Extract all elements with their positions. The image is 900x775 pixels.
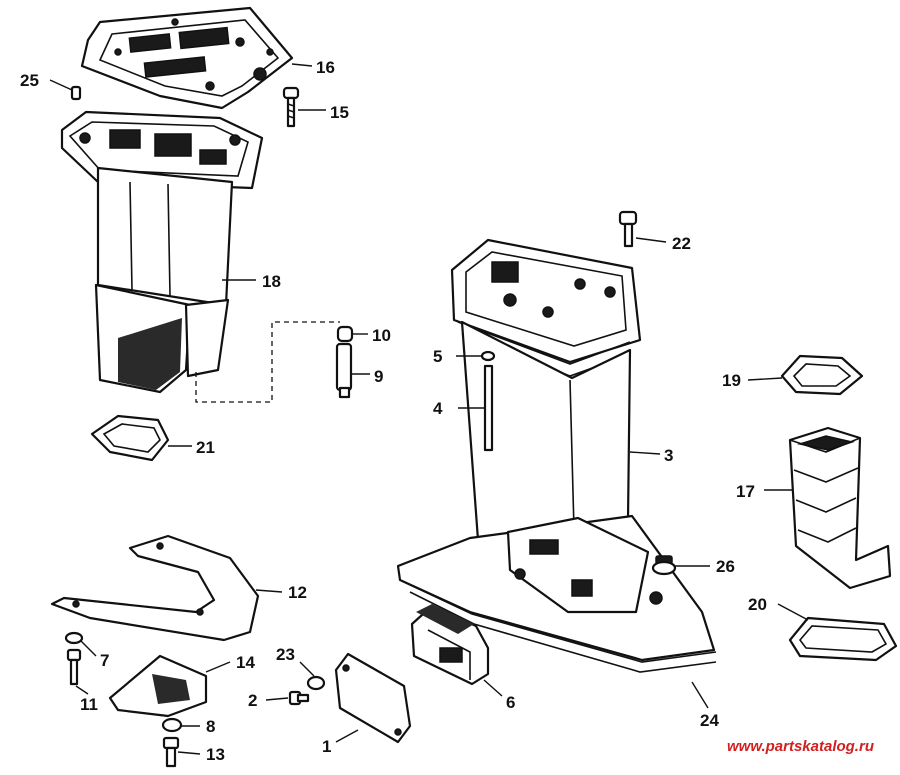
callout-23: 23	[276, 645, 295, 664]
callout-4: 4	[433, 399, 443, 418]
callout-20: 20	[748, 595, 767, 614]
part-19-grommet	[780, 354, 864, 396]
hidden-line	[195, 321, 340, 403]
part-10-bushing	[336, 325, 354, 343]
callout-22: 22	[672, 234, 691, 253]
callout-8: 8	[206, 717, 215, 736]
callout-26: 26	[716, 557, 735, 576]
part-21-grommet	[90, 414, 170, 462]
part-4-stud	[483, 364, 494, 452]
part-23-washer	[306, 675, 326, 691]
callout-1: 1	[322, 737, 331, 756]
leader-lines	[49, 63, 809, 755]
part-20-grommet	[788, 616, 898, 662]
watermark-link[interactable]: www.partskatalog.ru	[727, 738, 874, 755]
callout-17: 17	[736, 482, 755, 501]
callout-5: 5	[433, 347, 442, 366]
callout-6: 6	[506, 693, 515, 712]
callout-11: 11	[80, 695, 98, 714]
callout-9: 9	[374, 367, 383, 386]
part-11-screw	[66, 648, 82, 686]
part-2-screw	[288, 690, 310, 706]
part-5-washer	[480, 350, 496, 362]
part-16-gasket	[80, 6, 294, 110]
part-9-water-tube	[335, 342, 353, 399]
callout-3: 3	[664, 446, 673, 465]
callout-21: 21	[196, 438, 215, 457]
callout-15: 15	[330, 103, 349, 122]
callout-12: 12	[288, 583, 307, 602]
callout-7: 7	[100, 651, 109, 670]
part-1-cover	[334, 652, 412, 744]
callout-13: 13	[206, 745, 225, 764]
part-7-washer	[64, 631, 84, 645]
part-3-driveshaft-housing	[396, 238, 717, 673]
callout-24: 24	[700, 711, 719, 730]
part-6-block	[410, 604, 490, 686]
callout-25: 25	[20, 71, 39, 90]
callouts: 16 25 15 18 10 9 21 22 5 4 3 19 17 20 26…	[20, 58, 767, 764]
callout-18: 18	[262, 272, 281, 291]
part-22-bolt	[618, 210, 638, 248]
part-15-screw	[282, 86, 300, 128]
part-25-dowel	[70, 85, 82, 101]
part-26-plug	[651, 555, 677, 576]
part-17-exhaust-tube	[788, 426, 892, 590]
part-12-plate	[50, 534, 260, 642]
part-14-anode	[108, 654, 208, 718]
callout-19: 19	[722, 371, 741, 390]
callout-2: 2	[248, 691, 257, 710]
part-18-exhaust-housing	[60, 110, 264, 394]
part-13-bolt	[162, 736, 180, 768]
part-8-nut	[161, 717, 183, 733]
callout-14: 14	[236, 653, 255, 672]
callout-10: 10	[372, 326, 391, 345]
callout-16: 16	[316, 58, 335, 77]
